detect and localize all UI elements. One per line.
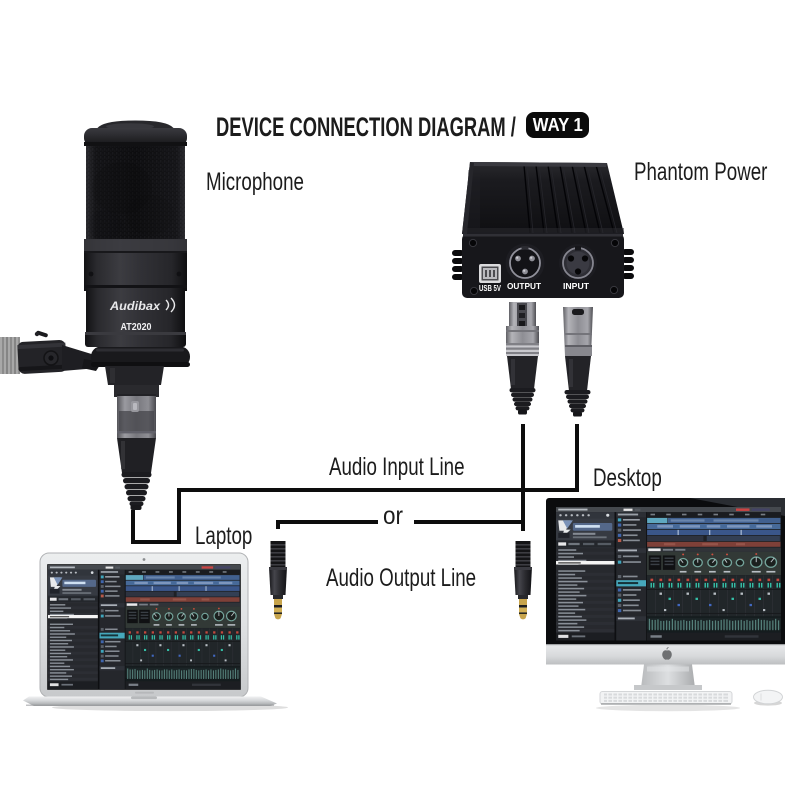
svg-text:USB 5V: USB 5V [479,284,501,293]
svg-text:Audibax: Audibax [109,299,161,313]
svg-text:INPUT: INPUT [563,281,590,291]
svg-text:AT2020: AT2020 [121,322,152,333]
svg-text:OUTPUT: OUTPUT [507,281,542,291]
